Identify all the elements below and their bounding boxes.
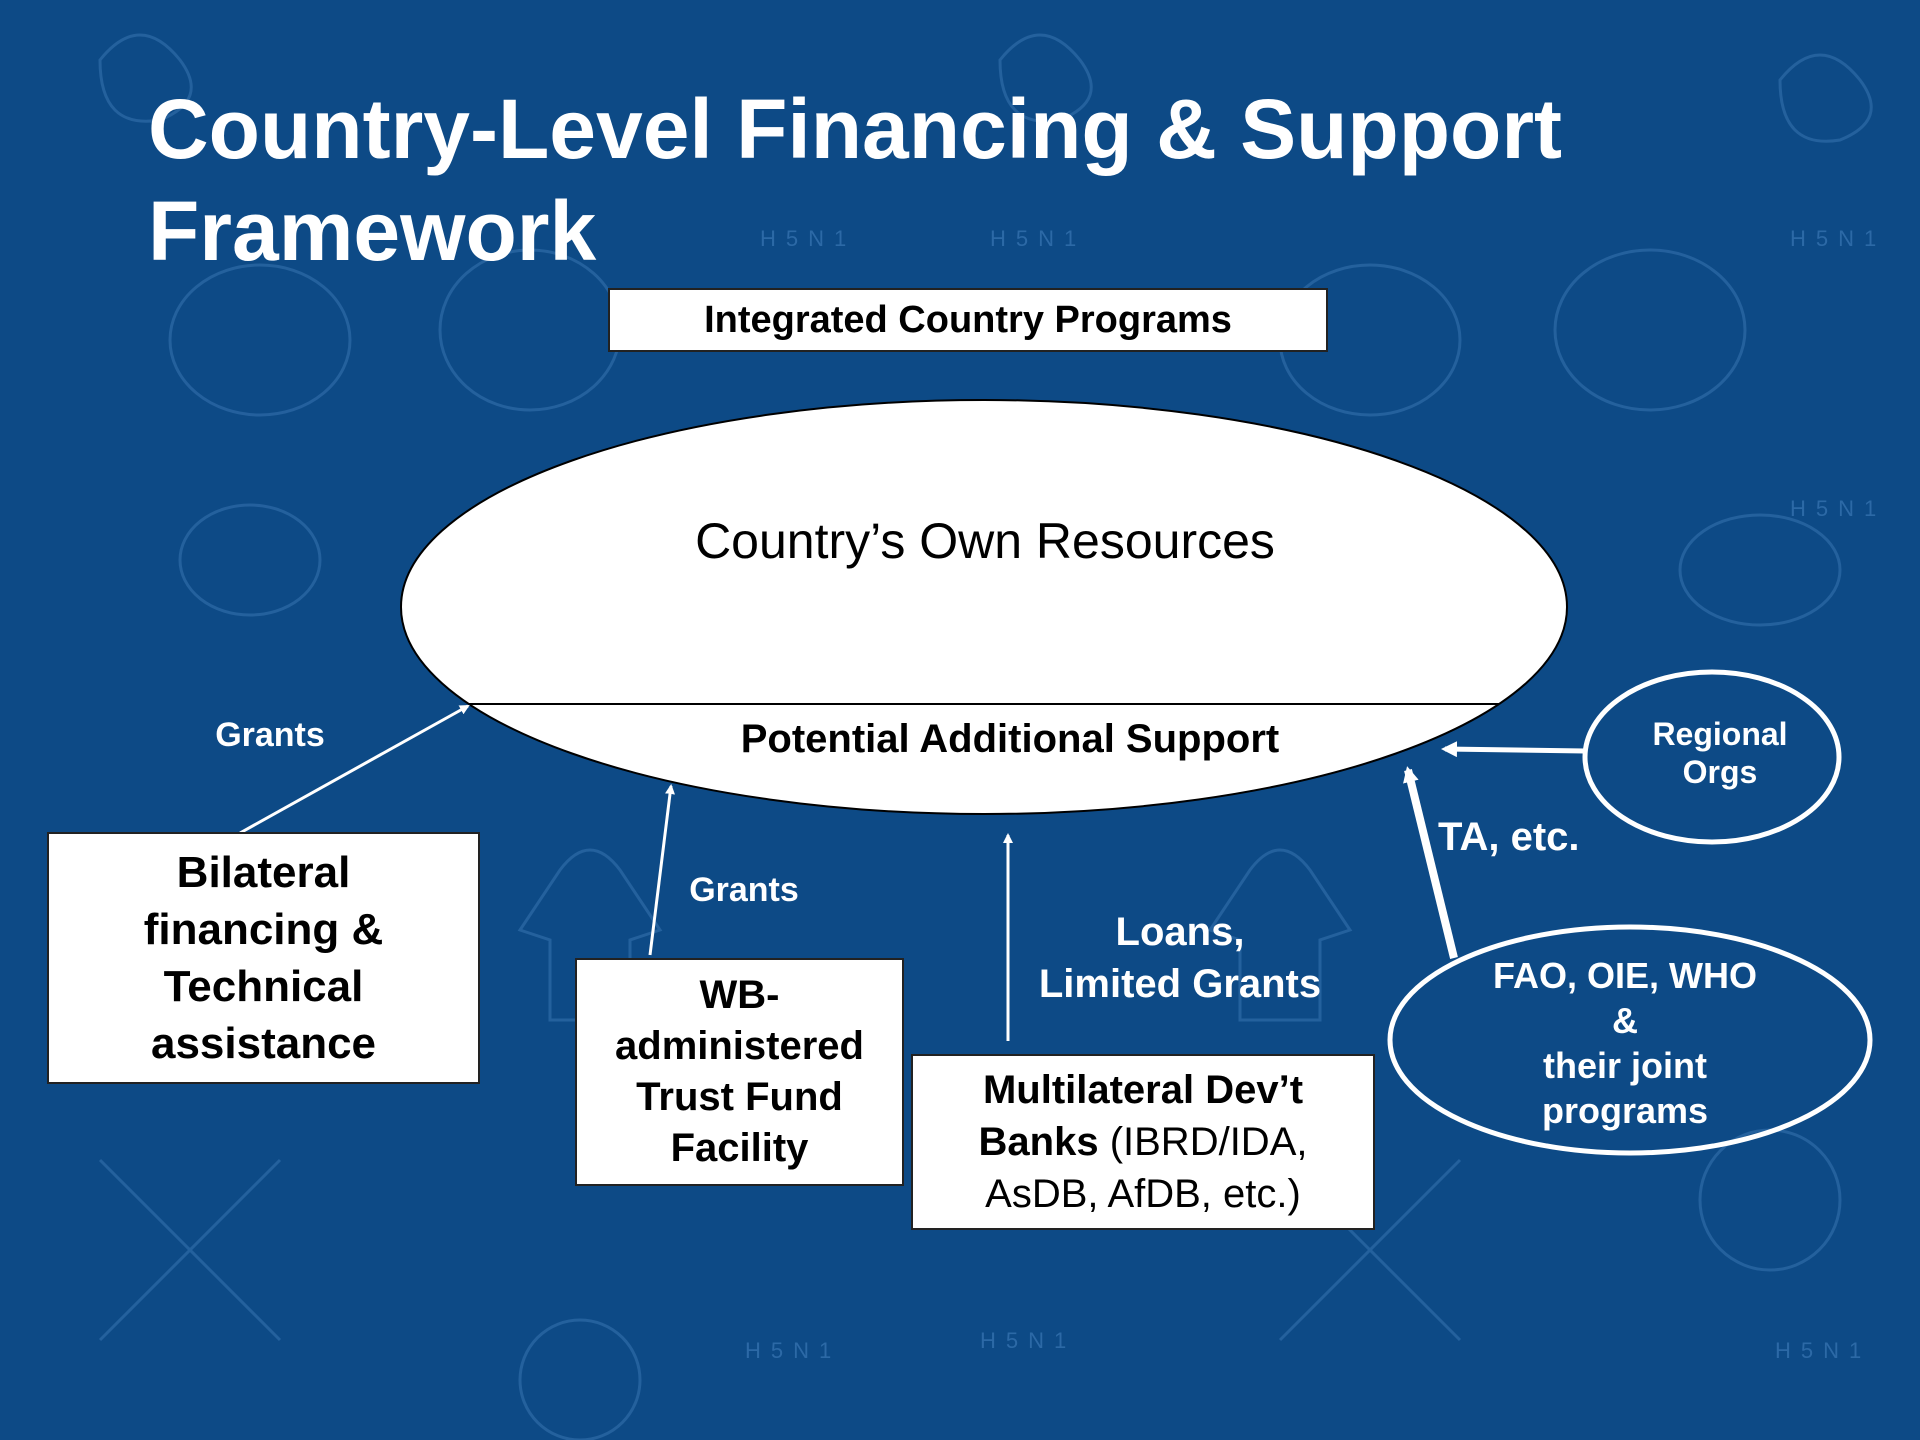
- slide-title-line2: Framework: [148, 184, 597, 278]
- regional-orgs-text: Regional Orgs: [1600, 715, 1840, 791]
- bilateral-line4: assistance: [150, 1019, 377, 1068]
- bg-watermark-text: H5N1: [990, 226, 1086, 251]
- mdb-arrow-label-line2: Limited Grants: [1038, 962, 1322, 1006]
- integrated-country-programs-label: Integrated Country Programs: [704, 298, 1232, 341]
- bg-figure-icon: [1207, 848, 1353, 1022]
- trust-fund-line3: Trust Fund: [636, 1075, 843, 1119]
- bilateral-financing-box: Bilateral financing & Technical assistan…: [47, 832, 480, 1084]
- multilateral-banks-box: Multilateral Dev’t Banks (IBRD/IDA, AsDB…: [911, 1054, 1375, 1230]
- ellipse-main-label: Country’s Own Resources: [695, 513, 1275, 569]
- bilateral-line2: financing &: [143, 905, 384, 954]
- bg-watermark-text: H5N1: [760, 226, 856, 251]
- mdb-arrow-label: Loans, Limited Grants: [1000, 906, 1360, 1010]
- bg-bird-icon: [998, 33, 1093, 123]
- mdb-arrow-label-line1: Loans,: [1115, 910, 1245, 954]
- regional-line2: Orgs: [1682, 754, 1758, 790]
- bilateral-financing-text: Bilateral financing & Technical assistan…: [144, 844, 384, 1072]
- trust-fund-grants-label: Grants: [689, 871, 799, 909]
- ellipse-band-label: Potential Additional Support: [740, 717, 1280, 761]
- bg-watermark-text: H5N1: [980, 1328, 1076, 1353]
- fao-line3: their joint: [1543, 1045, 1707, 1086]
- bg-blob-icon: [1678, 513, 1842, 627]
- multilateral-banks-text: Multilateral Dev’t Banks (IBRD/IDA, AsDB…: [979, 1064, 1308, 1220]
- bg-egg-icon: [518, 1318, 642, 1440]
- bg-watermark-text: H5N1: [1790, 226, 1886, 251]
- fao-line4: programs: [1541, 1090, 1709, 1131]
- trust-fund-text: WB- administered Trust Fund Facility: [615, 970, 864, 1174]
- bg-watermark-text: H5N1: [1775, 1338, 1871, 1363]
- bg-bird-icon: [1778, 53, 1873, 143]
- integrated-country-programs-box: Integrated Country Programs: [608, 288, 1328, 352]
- bg-blob-icon: [178, 503, 322, 617]
- fao-ta-label: TA, etc.: [1438, 815, 1580, 859]
- bg-blob-icon: [168, 263, 352, 417]
- bg-figure-icon: [517, 848, 663, 1022]
- regional-orgs-circle: [1582, 669, 1842, 845]
- country-resources-ellipse-outline: [400, 399, 1568, 815]
- trust-fund-line2: administered: [615, 1024, 864, 1068]
- mdb-line2-bold: Banks: [978, 1120, 1099, 1164]
- fao-line1: FAO, OIE, WHO: [1492, 955, 1757, 996]
- trust-fund-box: WB- administered Trust Fund Facility: [575, 958, 904, 1186]
- country-resources-ellipse: [401, 400, 1567, 814]
- mdb-line2-normal: (IBRD/IDA,: [1098, 1120, 1308, 1164]
- slide-title: Country-Level Financing & Support Framew…: [148, 78, 1848, 282]
- trust-fund-grants-arrow: [648, 784, 675, 956]
- regional-orgs-arrow: [1441, 741, 1586, 758]
- trust-fund-line4: Facility: [670, 1126, 809, 1170]
- trust-fund-line1: WB-: [699, 973, 780, 1017]
- fao-oie-who-circle: [1387, 924, 1873, 1156]
- bg-bone-icon: [98, 1158, 282, 1342]
- bg-blob-icon: [1553, 248, 1747, 412]
- mdb-line3: AsDB, AfDB, etc.): [985, 1172, 1301, 1216]
- bilateral-grants-arrow: [239, 704, 470, 835]
- fao-line2: &: [1612, 1000, 1638, 1041]
- fao-ta-arrow: [1403, 766, 1458, 959]
- bilateral-grants-label: Grants: [215, 716, 325, 754]
- fao-oie-who-text: FAO, OIE, WHO & their joint programs: [1440, 953, 1810, 1133]
- bilateral-line1: Bilateral: [176, 848, 351, 897]
- bg-bird-icon: [98, 33, 193, 123]
- bg-watermark-text: H5N1: [745, 1338, 841, 1363]
- slide-title-line1: Country-Level Financing & Support: [148, 82, 1563, 176]
- mdb-line1: Multilateral Dev’t: [982, 1068, 1304, 1112]
- bilateral-line3: Technical: [163, 962, 364, 1011]
- regional-line1: Regional: [1652, 716, 1788, 752]
- bg-watermark-text: H5N1: [1790, 496, 1886, 521]
